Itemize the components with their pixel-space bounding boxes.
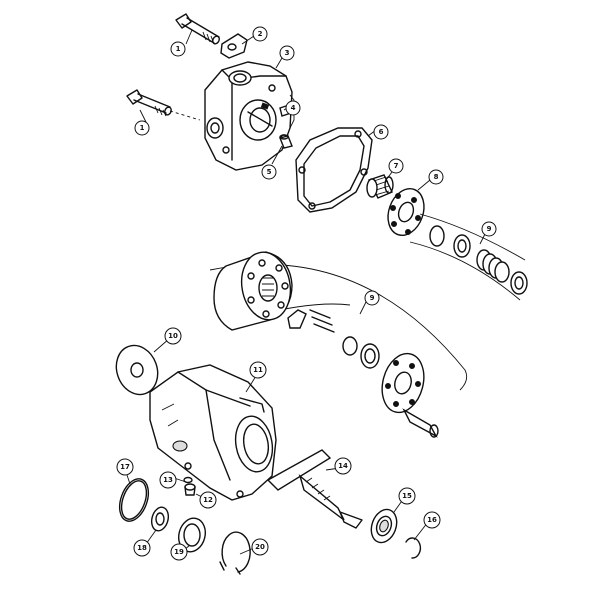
retainer-and-pins: [287, 309, 380, 369]
svg-text:11: 11: [253, 366, 263, 374]
callout-9-upper: 9: [481, 221, 497, 237]
callout-15: 15: [398, 487, 416, 505]
bearing-part-7: [366, 174, 394, 199]
callout-1-lower: 1: [134, 120, 150, 136]
callout-2: 2: [252, 26, 268, 42]
thrust-washer-part-10: [115, 344, 159, 396]
callout-8: 8: [428, 169, 444, 185]
svg-text:19: 19: [174, 548, 184, 556]
pump-cover-part-3: [204, 61, 295, 171]
svg-text:2: 2: [258, 30, 263, 38]
plug-part-12: [184, 483, 196, 496]
svg-text:9: 9: [487, 225, 492, 233]
gasket-part-6: [295, 127, 373, 213]
dowel-part-5: [279, 134, 293, 149]
callout-4: 4: [285, 100, 301, 116]
oring-part-13: [183, 476, 193, 484]
callout-6: 6: [373, 124, 389, 140]
callout-12: 12: [199, 491, 217, 509]
port-plate: [381, 352, 425, 414]
callout-18: 18: [133, 539, 151, 557]
callout-9-lower: 9: [364, 290, 380, 306]
callout-10: 10: [164, 327, 182, 345]
bolt-part-1-upper: [175, 13, 220, 45]
drive-shaft-part-14: [266, 449, 363, 529]
callout-19: 19: [170, 543, 188, 561]
spring-set-part-9-upper: [409, 213, 528, 301]
svg-text:10: 10: [168, 332, 178, 340]
callout-7: 7: [388, 158, 404, 174]
svg-text:13: 13: [163, 476, 173, 484]
sleeve: [402, 408, 439, 438]
oring-part-17: [118, 478, 150, 522]
callout-5: 5: [261, 164, 277, 180]
svg-text:7: 7: [394, 162, 399, 170]
callout-17: 17: [116, 458, 134, 476]
svg-text:1: 1: [176, 45, 181, 53]
cylinder-block-part-9: [209, 251, 468, 391]
svg-text:1: 1: [140, 124, 145, 132]
svg-text:12: 12: [203, 496, 213, 504]
svg-text:17: 17: [120, 463, 130, 471]
leader-lines: [125, 29, 487, 555]
svg-text:15: 15: [402, 492, 412, 500]
callout-3: 3: [279, 45, 295, 61]
svg-text:8: 8: [434, 173, 439, 181]
seal-part-19: [177, 517, 207, 553]
callout-16: 16: [423, 511, 441, 529]
svg-text:4: 4: [291, 104, 296, 112]
swash-plate-part-8: [387, 188, 425, 236]
retaining-ring-part-20: [219, 531, 251, 575]
svg-text:14: 14: [338, 462, 348, 470]
bearing-part-15: [370, 508, 398, 544]
svg-text:9: 9: [370, 294, 375, 302]
svg-text:6: 6: [379, 128, 384, 136]
callout-11: 11: [249, 361, 267, 379]
housing-part-11: [149, 364, 277, 501]
svg-text:3: 3: [285, 49, 290, 57]
bolt-part-1-lower: [126, 89, 201, 121]
svg-text:18: 18: [137, 544, 147, 552]
callout-13: 13: [159, 471, 177, 489]
callout-1-upper: 1: [170, 41, 186, 57]
clip-part-2: [220, 33, 248, 59]
svg-text:16: 16: [427, 516, 437, 524]
svg-text:20: 20: [255, 543, 265, 551]
svg-text:5: 5: [267, 168, 272, 176]
shaft-seal-part-18: [150, 506, 170, 532]
snap-ring-part-16: [405, 537, 422, 559]
callout-20: 20: [251, 538, 269, 556]
callout-14: 14: [334, 457, 352, 475]
